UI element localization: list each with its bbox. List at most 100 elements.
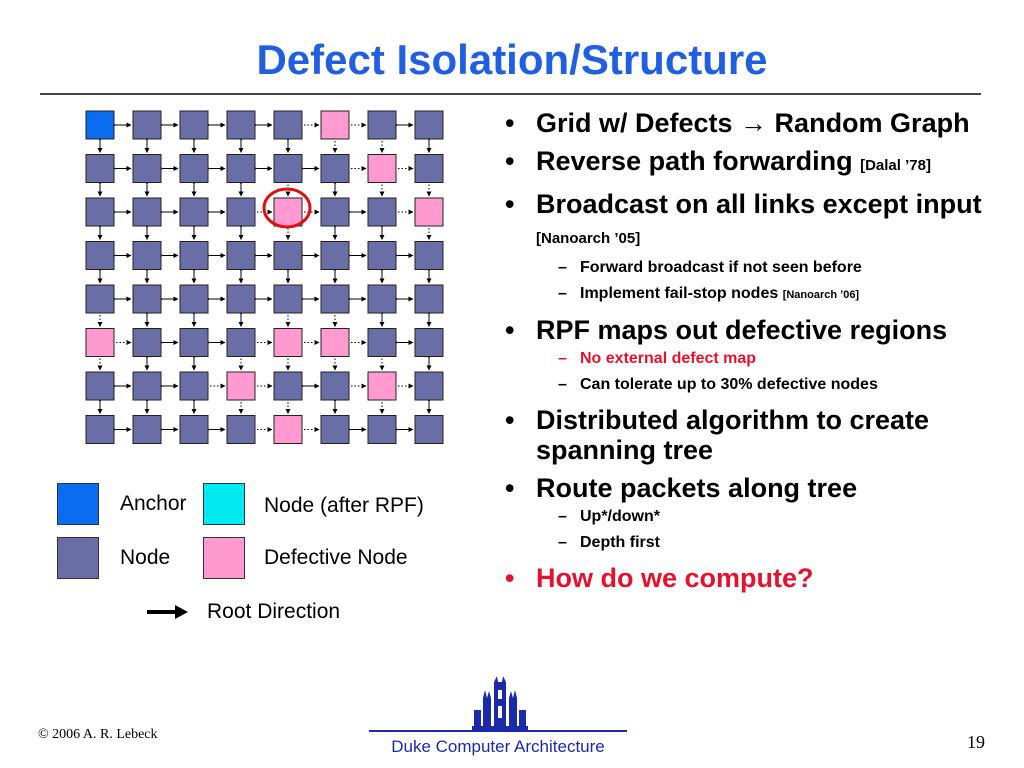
grid-node xyxy=(273,154,303,183)
grid-node xyxy=(132,197,162,227)
grid-node xyxy=(179,241,209,270)
legend-defective-swatch xyxy=(203,537,245,579)
bullet-list: •Grid w/ Defects → Random Graph •Reverse… xyxy=(500,108,1020,601)
defect-highlight-circle xyxy=(262,187,312,229)
grid-node xyxy=(367,328,397,357)
sub-bullet-no-defect-map: –No external defect map xyxy=(558,350,757,367)
legend-defective-label: Defective Node xyxy=(264,546,408,569)
grid-node xyxy=(226,154,256,183)
footer-divider xyxy=(369,730,627,732)
grid-node xyxy=(367,284,397,314)
grid-node xyxy=(85,415,115,444)
grid-node xyxy=(320,197,350,227)
root-direction-arrow-icon xyxy=(147,605,188,619)
grid-node xyxy=(414,371,444,401)
legend-node-label: Node xyxy=(120,546,171,569)
grid-node xyxy=(132,154,162,183)
legend-node-after-rpf-swatch xyxy=(203,483,245,525)
grid-node xyxy=(320,241,350,270)
grid-node xyxy=(132,415,162,444)
grid-node xyxy=(132,110,162,140)
grid-node xyxy=(132,241,162,270)
citation-nanoarch-06: [Nanoarch ’06] xyxy=(782,289,860,301)
defective-node xyxy=(320,328,350,357)
grid-node xyxy=(273,371,303,401)
grid-node xyxy=(226,241,256,270)
grid-node xyxy=(226,197,256,227)
bullet-reverse-path: •Reverse path forwarding [Dalal ’78] xyxy=(505,146,931,176)
grid-node xyxy=(273,241,303,270)
grid-node xyxy=(85,241,115,270)
grid-node xyxy=(179,154,209,183)
defective-node xyxy=(273,328,303,357)
grid-node xyxy=(320,284,350,314)
legend-anchor-label: Anchor xyxy=(120,492,187,515)
legend-anchor-swatch xyxy=(57,483,99,525)
bullet-grid-defects: •Grid w/ Defects → Random Graph xyxy=(505,108,970,138)
grid-node xyxy=(414,284,444,314)
grid-node xyxy=(132,328,162,357)
defective-node xyxy=(367,154,397,183)
defective-node xyxy=(226,371,256,401)
grid-node xyxy=(226,284,256,314)
grid-node xyxy=(367,415,397,444)
sub-bullet-up-down: –Up*/down* xyxy=(558,508,660,525)
grid-node xyxy=(414,241,444,270)
grid-node xyxy=(367,197,397,227)
grid-node xyxy=(179,415,209,444)
defective-node xyxy=(273,415,303,444)
grid-node xyxy=(414,154,444,183)
defect-grid-diagram xyxy=(85,110,444,444)
legend-node-swatch xyxy=(57,537,99,579)
grid-node xyxy=(179,110,209,140)
page-number: 19 xyxy=(967,732,985,752)
sub-bullet-depth-first: –Depth first xyxy=(558,534,660,551)
bullet-rpf-maps: •RPF maps out defective regions xyxy=(505,315,948,345)
grid-node xyxy=(179,328,209,357)
sub-bullet-tolerate: –Can tolerate up to 30% defective nodes xyxy=(558,376,878,393)
grid-node xyxy=(320,371,350,401)
grid-node xyxy=(414,328,444,357)
grid-node xyxy=(132,284,162,314)
title-divider xyxy=(40,93,981,95)
grid-node xyxy=(273,110,303,140)
grid-node xyxy=(179,197,209,227)
grid-node xyxy=(367,110,397,140)
slide-title: Defect Isolation/Structure xyxy=(256,36,768,83)
grid-node xyxy=(320,154,350,183)
bullet-route-packets: •Route packets along tree xyxy=(505,473,858,503)
grid-node xyxy=(85,197,115,227)
sub-bullet-forward: –Forward broadcast if not seen before xyxy=(558,259,862,276)
anchor-node xyxy=(85,110,115,140)
grid-node xyxy=(367,241,397,270)
grid-node xyxy=(226,110,256,140)
grid-node xyxy=(414,110,444,140)
grid-node xyxy=(273,284,303,314)
duke-chapel-logo-icon xyxy=(472,676,528,730)
grid-node xyxy=(226,328,256,357)
grid-node xyxy=(179,371,209,401)
grid-node xyxy=(85,371,115,401)
grid-node xyxy=(414,415,444,444)
defective-node xyxy=(414,197,444,227)
grid-node xyxy=(132,371,162,401)
legend-node-after-rpf-label: Node (after RPF) xyxy=(264,494,424,517)
defective-node xyxy=(273,197,303,227)
footer-course-name: Duke Computer Architecture xyxy=(391,737,605,756)
citation-dalal: [Dalal ’78] xyxy=(860,157,931,174)
grid-node xyxy=(85,284,115,314)
citation-nanoarch-05: [Nanoarch ’05] xyxy=(536,230,641,247)
defective-node xyxy=(367,371,397,401)
legend-root-direction-label: Root Direction xyxy=(207,600,341,623)
defective-node xyxy=(85,328,115,357)
grid-node xyxy=(179,284,209,314)
bullet-broadcast: •Broadcast on all links except input [Na… xyxy=(505,189,982,247)
sub-bullet-fail-stop: –Implement fail-stop nodes [Nanoarch ’06… xyxy=(558,285,860,302)
bullet-distributed: •Distributed algorithm to create spannin… xyxy=(505,405,930,465)
grid-node xyxy=(320,415,350,444)
bullet-how-compute: •How do we compute? xyxy=(505,563,814,593)
copyright-text: © 2006 A. R. Lebeck xyxy=(38,727,158,742)
defective-node xyxy=(320,110,350,140)
grid-node xyxy=(85,154,115,183)
grid-node xyxy=(226,415,256,444)
